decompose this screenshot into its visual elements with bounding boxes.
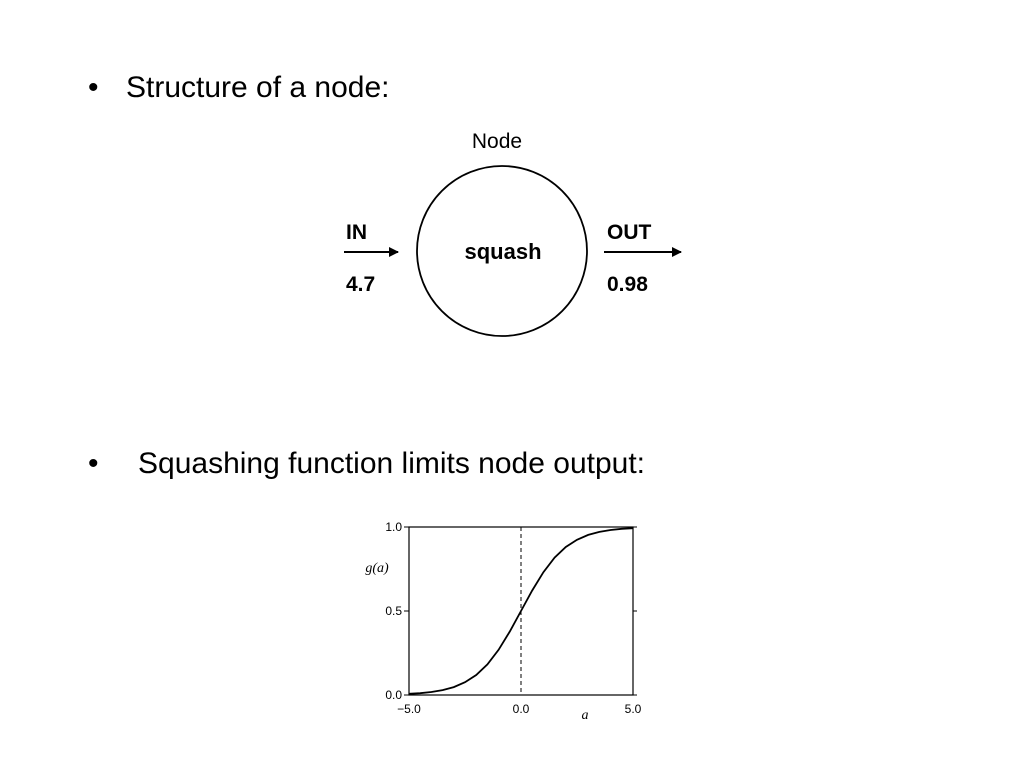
output-label: OUT [607, 221, 652, 244]
bullet-marker: • [88, 71, 99, 104]
node-center-label: squash [464, 239, 541, 264]
input-value: 4.7 [346, 273, 375, 296]
x-tick-label: 5.0 [625, 702, 642, 716]
bullet-squashing-function: • Squashing function limits node output: [88, 446, 645, 482]
node-circle [416, 165, 588, 337]
sigmoid-curve [408, 527, 634, 695]
x-axis-label: a [582, 708, 589, 723]
x-tick-label: 0.0 [513, 702, 530, 716]
bullet-text: Squashing function limits node output: [138, 447, 645, 480]
bullet-marker: • [88, 447, 99, 480]
bullet-structure-of-node: • Structure of a node: [88, 70, 390, 106]
x-tick-label: −5.0 [397, 702, 421, 716]
output-value: 0.98 [607, 273, 648, 296]
bullet-text: Structure of a node: [126, 71, 390, 104]
input-label: IN [346, 221, 367, 244]
node-title: Node [472, 130, 522, 153]
y-tick-label: 0.0 [385, 688, 402, 702]
y-tick-label: 1.0 [385, 520, 402, 534]
y-axis-label: g(a) [365, 561, 389, 576]
y-tick-label: 0.5 [385, 604, 402, 618]
